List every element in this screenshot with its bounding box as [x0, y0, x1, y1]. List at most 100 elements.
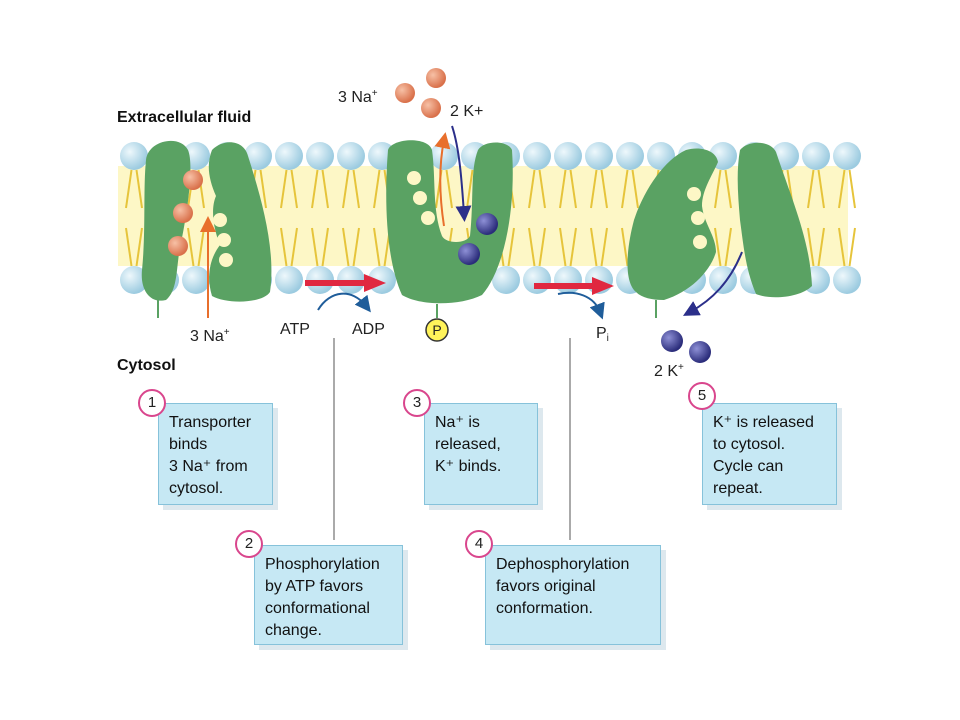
lipid-tail [528, 227, 536, 267]
sodium-bottom-label: 3 Na+ [190, 327, 230, 345]
lipid-tail [321, 169, 329, 209]
pi-subscript: i [606, 333, 609, 344]
lipid-tail [352, 227, 360, 267]
step-line: cytosol. [169, 480, 224, 497]
sodium-bottom-charge: + [223, 327, 230, 338]
phospholipid-head [337, 142, 365, 170]
ion-movement-arrows [200, 125, 743, 318]
sodium-release-arrow [434, 132, 451, 227]
step-line: released, [435, 436, 501, 453]
lipid-tail [373, 227, 381, 267]
lipid-tail [466, 169, 474, 209]
phospholipid-head [306, 142, 334, 170]
lipid-tail [724, 169, 732, 209]
step-1-number: 1 [138, 389, 166, 417]
step-3-text: Na⁺ is released, K⁺ binds. [435, 412, 501, 478]
sodium-ion [173, 203, 193, 223]
step-line: K⁺ is released [713, 414, 814, 431]
lipid-tail [621, 227, 629, 267]
lipid-tail [528, 169, 536, 209]
phosphate-label: P [432, 322, 441, 338]
lipid-tail [559, 227, 567, 267]
lipid-tail [290, 169, 298, 209]
phospholipid-head [523, 266, 551, 294]
step-3-box: Na⁺ is released, K⁺ binds. [424, 403, 538, 505]
lipid-tail [538, 169, 546, 209]
lipid-tail [280, 227, 288, 267]
lipid-tail [135, 227, 143, 267]
lipid-tail [187, 227, 195, 267]
lipid-tail [259, 169, 267, 209]
step-line: by ATP favors [265, 578, 364, 595]
lipid-tail [631, 169, 639, 209]
step-line: K⁺ binds. [435, 458, 502, 475]
sodium-bottom-count: 3 Na [190, 328, 224, 345]
lipid-tail [507, 227, 515, 267]
phospholipid-head [833, 266, 861, 294]
lipid-tail [590, 169, 598, 209]
pi-letter: P [596, 325, 607, 342]
lipid-tail [590, 227, 598, 267]
step-line: favors original [496, 578, 596, 595]
lipid-tail [559, 169, 567, 209]
pump-state-1 [141, 140, 272, 318]
extracellular-fluid-label: Extracellular fluid [117, 109, 252, 126]
phospholipid-head [709, 266, 737, 294]
lipid-tail [321, 227, 329, 267]
potassium-release-arrow [682, 251, 743, 316]
phospholipid-head [616, 142, 644, 170]
phospholipid-head [554, 266, 582, 294]
atp-label: ATP [280, 321, 310, 338]
connector-lines [333, 338, 571, 540]
potassium-bottom-count: 2 K [654, 363, 679, 380]
potassium-bottom-charge: + [678, 362, 684, 373]
step-line: conformational [265, 600, 370, 617]
lipid-tail [621, 169, 629, 209]
phospholipid-head [120, 266, 148, 294]
potassium-entry-arrow [451, 125, 472, 222]
pump-state-2 [386, 140, 513, 318]
sodium-ion [395, 83, 415, 103]
phospholipid-head [585, 142, 613, 170]
lipid-tail [600, 227, 608, 267]
lipid-tail [714, 227, 722, 267]
phospholipid-head [554, 142, 582, 170]
sodium-ion [168, 236, 188, 256]
lipid-tail [290, 227, 298, 267]
sodium-top-count: 3 Na [338, 89, 372, 106]
reaction-arrows [305, 274, 614, 320]
phospholipid-head [244, 142, 272, 170]
cytosol-label: Cytosol [117, 357, 176, 374]
potassium-ion [476, 213, 498, 235]
lipid-tail [342, 227, 350, 267]
step-line: Na⁺ is [435, 414, 480, 431]
step-line: conformation. [496, 600, 593, 617]
lipid-tail [569, 169, 577, 209]
step-line: Phosphorylation [265, 556, 380, 573]
step-4-box: Dephosphorylation favors original confor… [485, 545, 661, 645]
lipid-tail [724, 227, 732, 267]
lipid-tail [311, 227, 319, 267]
step-2-text: Phosphorylation by ATP favors conformati… [265, 554, 380, 642]
phospholipid-head [833, 142, 861, 170]
lipid-tail [125, 169, 133, 209]
step-5-number: 5 [688, 382, 716, 410]
step-5-box: K⁺ is released to cytosol. Cycle can rep… [702, 403, 837, 505]
lipid-tail [848, 169, 856, 209]
lipid-tail [807, 169, 815, 209]
lipid-tail [600, 169, 608, 209]
step-2-box: Phosphorylation by ATP favors conformati… [254, 545, 403, 645]
ions [168, 68, 711, 363]
sodium-ion [426, 68, 446, 88]
potassium-ion [689, 341, 711, 363]
step-1-text: Transporter binds 3 Na⁺ from cytosol. [169, 412, 251, 500]
pump-state-3 [627, 142, 812, 318]
step-line: change. [265, 622, 322, 639]
lipid-tail [342, 169, 350, 209]
lipid-tail [352, 169, 360, 209]
step-line: Transporter [169, 414, 252, 431]
potassium-bottom-label: 2 K+ [654, 362, 684, 380]
phospholipid-head [802, 142, 830, 170]
phospholipid-head [182, 266, 210, 294]
